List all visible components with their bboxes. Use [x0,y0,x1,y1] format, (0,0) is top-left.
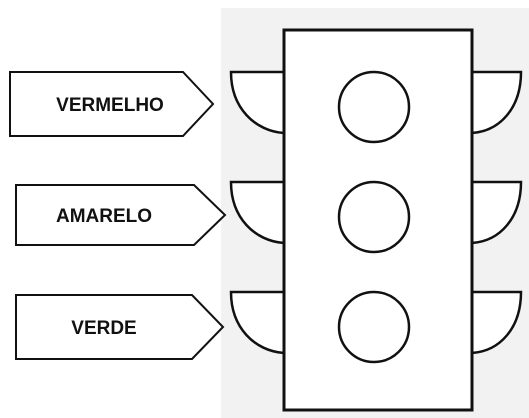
label-arrow-shape [9,71,215,137]
label-verde: VERDE [71,318,136,339]
label-vermelho: VERMELHO [56,95,164,116]
lamp-bottom [337,290,411,364]
visor-right-top [470,70,523,135]
visor-right-middle [470,180,523,245]
label-arrow-shape [15,294,225,360]
label-arrow-shape [15,184,227,246]
label-amarelo: AMARELO [56,206,152,227]
visor-right-bottom [470,290,523,355]
lamp-top [337,70,411,144]
visors-right [470,70,523,355]
label-tag-verde: VERDE [15,294,225,360]
label-tag-amarelo: AMARELO [15,184,227,246]
label-tag-vermelho: VERMELHO [9,71,215,137]
lamp-middle [337,180,411,254]
